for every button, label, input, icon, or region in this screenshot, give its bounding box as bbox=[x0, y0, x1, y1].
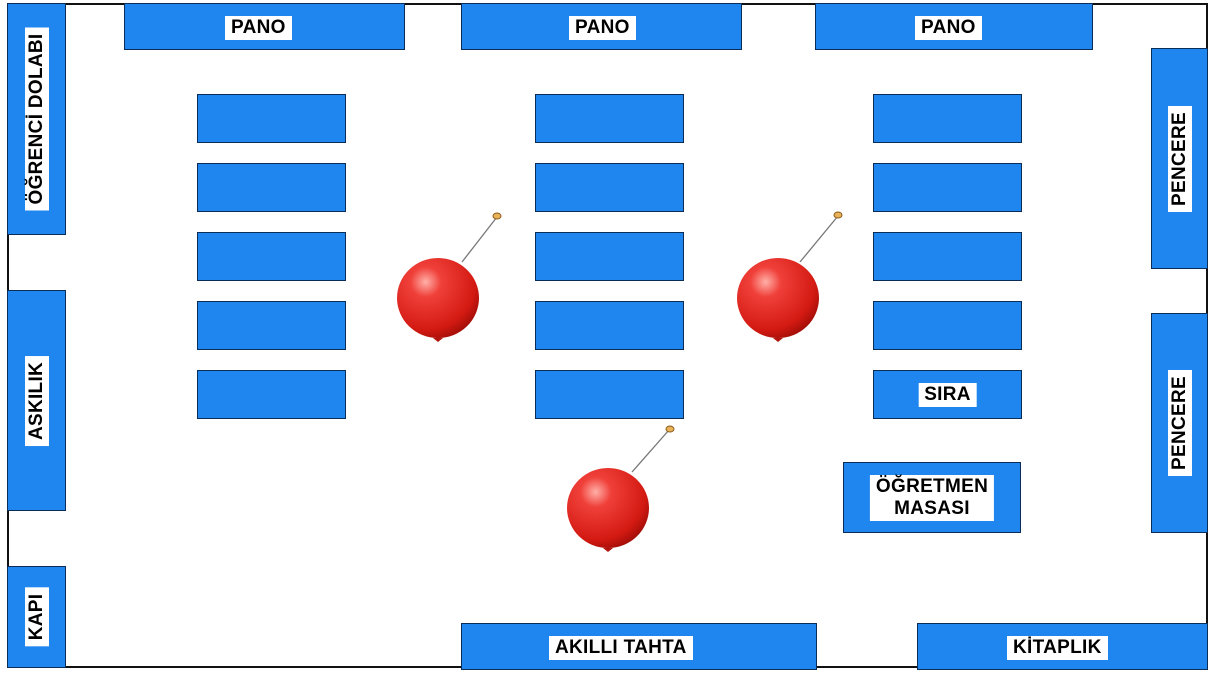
hanger: ASKILIK bbox=[7, 290, 66, 511]
desk bbox=[197, 232, 346, 281]
board-label: PANO bbox=[915, 16, 982, 40]
bookshelf-label: KİTAPLIK bbox=[1007, 636, 1108, 660]
bookshelf: KİTAPLIK bbox=[917, 623, 1208, 670]
desk bbox=[197, 370, 346, 419]
board-label: PANO bbox=[225, 16, 292, 40]
desk bbox=[535, 94, 684, 143]
desk bbox=[535, 163, 684, 212]
window-bottom: PENCERE bbox=[1151, 313, 1208, 533]
desk bbox=[873, 163, 1022, 212]
desk-label: SIRA bbox=[918, 382, 977, 407]
teacher-desk-label-line1: ÖĞRETMEN bbox=[875, 475, 989, 497]
window-top: PENCERE bbox=[1151, 48, 1208, 269]
board-right: PANO bbox=[815, 3, 1093, 50]
teacher-desk-label: ÖĞRETMEN MASASI bbox=[869, 474, 995, 521]
board-center: PANO bbox=[461, 3, 742, 50]
desk bbox=[197, 301, 346, 350]
door: KAPI bbox=[7, 566, 66, 668]
balloon-3 bbox=[567, 425, 675, 552]
balloon-1 bbox=[397, 212, 502, 342]
teacher-desk: ÖĞRETMEN MASASI bbox=[843, 462, 1021, 533]
desk bbox=[535, 232, 684, 281]
smart-board: AKILLI TAHTA bbox=[461, 623, 817, 670]
desk bbox=[873, 232, 1022, 281]
desk bbox=[197, 94, 346, 143]
desk bbox=[873, 94, 1022, 143]
desk bbox=[535, 301, 684, 350]
student-locker: ÖĞRENCİ DOLABI bbox=[7, 3, 66, 235]
desk bbox=[535, 370, 684, 419]
smart-board-label: AKILLI TAHTA bbox=[549, 636, 693, 660]
desk bbox=[873, 301, 1022, 350]
desk-labeled: SIRA bbox=[873, 370, 1022, 419]
desk bbox=[197, 163, 346, 212]
board-label: PANO bbox=[569, 16, 636, 40]
balloon-2 bbox=[737, 211, 843, 342]
teacher-desk-label-line2: MASASI bbox=[894, 497, 970, 519]
board-left: PANO bbox=[124, 3, 405, 50]
